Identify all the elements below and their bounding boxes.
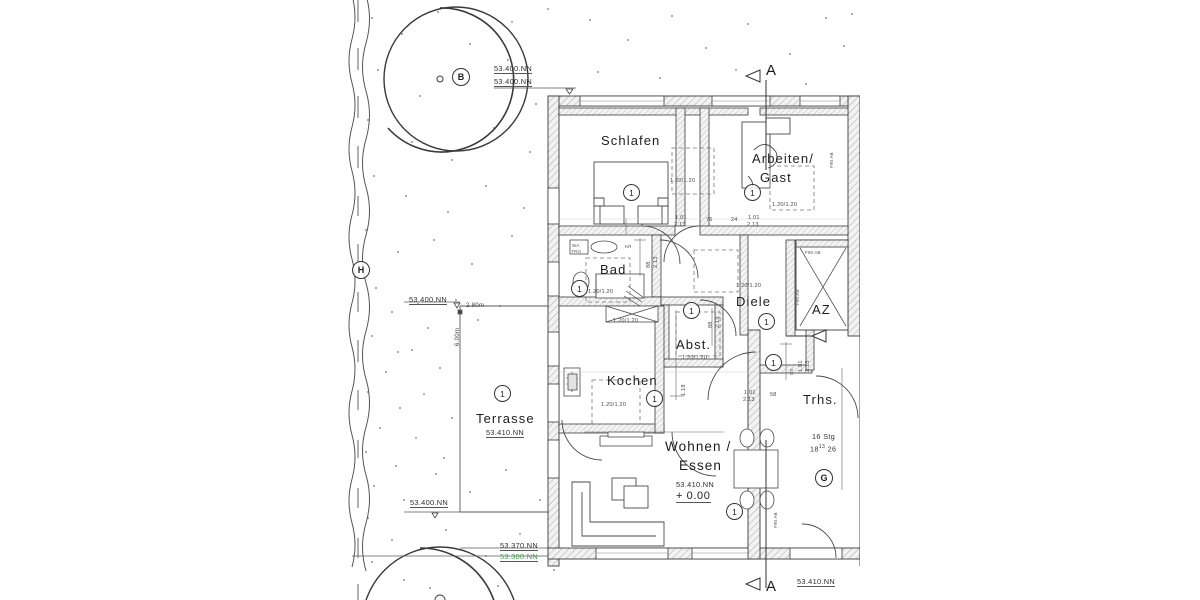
guide-lines (560, 218, 850, 373)
dim-wall-b: 24 (731, 217, 738, 223)
room-marker-terrasse: 1 (494, 385, 511, 402)
elevation-terrasse: 53.410.NN (486, 428, 525, 438)
dim-schlafen: 1.20/1.20 (670, 178, 696, 184)
top-elevation-leader (494, 87, 576, 95)
dim-door-gast-h: 2.13 (747, 222, 759, 228)
dim-door-wohnen-w: 1.01 (744, 390, 756, 396)
section-marker-a-bottom: A (766, 578, 778, 595)
stairs-riser-tread: 1813 26 (810, 444, 836, 453)
room-label-schlafen: Schlafen (601, 133, 661, 148)
elevation-wohnen-nn: 53.410.NN (676, 480, 715, 489)
dim-door-schlafen-h: 2.13 (674, 222, 686, 228)
dim-kochen: 1.20/1.20 (601, 402, 627, 408)
annotation-tro: TRO (571, 249, 581, 254)
room-label-arbeiten: Arbeiten/ (752, 151, 814, 166)
annotation-f90ab-az-side: F90 AB (795, 289, 800, 305)
tree-symbol-top (383, 6, 529, 153)
page-margin-left (0, 0, 340, 600)
dim-door-gast-w: 1.01 (748, 215, 760, 221)
marker-tree-top: B (452, 68, 470, 86)
furniture-gast (741, 117, 791, 191)
door-swings (561, 190, 859, 559)
furniture-tv (599, 431, 653, 447)
room-marker-wohnen: 1 (726, 503, 743, 520)
room-label-terrasse: Terrasse (476, 411, 535, 426)
room-marker-diele: 1 (758, 313, 775, 330)
elevation-b-top-2: 53.400.NN (494, 77, 533, 87)
dim-terrace-vertical: 6.00m (455, 327, 461, 346)
elevation-bottom-green: 53.300.NN (500, 552, 539, 562)
dashed-area-markers (585, 147, 815, 425)
annotation-wa: WA (572, 243, 580, 248)
dim-abst: 1.20/1.20 (682, 355, 708, 361)
elevation-wohnen-zero: + 0.00 (676, 490, 711, 503)
elevation-b-top-1: 53.400.NN (494, 64, 533, 74)
elevation-bottom-right: 53.410.NN (797, 577, 836, 587)
room-label-gast: Gast (760, 170, 792, 185)
stairs-riser-sup: 13 (818, 444, 826, 450)
dim-bad-2: 1.20/1.20 (613, 318, 639, 324)
dim-terrace-horizontal: 2.80m (466, 303, 485, 309)
room-label-kochen: Kochen (607, 373, 658, 388)
elevation-leaders (352, 301, 600, 557)
dim-diele: 1.20/1.20 (736, 283, 762, 289)
room-label-trhs: Trhs. (803, 392, 838, 407)
furniture-kitchen (563, 305, 659, 397)
site-boundary-wavy (348, 0, 370, 600)
annotation-ds: DS (789, 368, 794, 375)
room-label-bad: Bad (600, 262, 627, 277)
dim-ds-h: 2.13 (805, 360, 811, 372)
room-marker-ds: 1 (765, 354, 782, 371)
dim-kochen-vert: 1.18 (681, 384, 687, 396)
tree-symbol-bottom (365, 546, 515, 600)
room-marker-abst: 1 (683, 302, 700, 319)
room-marker-schlafen: 1 (623, 184, 640, 201)
windows (547, 95, 843, 560)
annotation-kr: KR (625, 244, 632, 249)
room-marker-gast: 1 (744, 184, 761, 201)
section-markers (744, 69, 827, 591)
stairs-riser: 18 (810, 444, 819, 454)
room-label-az: AZ (812, 302, 831, 317)
stairs-tread: 26 (827, 444, 837, 454)
garden-stipple (365, 8, 853, 589)
page-margin-right (860, 0, 1200, 600)
furniture-sofa (571, 477, 665, 547)
dim-abst-door-h: 2.13 (715, 316, 721, 328)
dim-wall-a: 76 (706, 217, 713, 223)
dim-door-wohnen-h: 2.13 (743, 397, 755, 403)
annotation-f90ab-az-top: F90 AB (805, 250, 821, 255)
elevation-bottom-left: 53.400.NN (410, 498, 449, 508)
dim-bad-1: 1.20/1.20 (588, 289, 614, 295)
room-label-wohnen: Wohnen / (665, 439, 732, 454)
dim-gast: 1.20/1.20 (772, 202, 798, 208)
marker-stair-ref-g: G (815, 469, 833, 487)
room-marker-bad: 1 (571, 280, 588, 297)
dim-wall-c: 58 (770, 392, 777, 398)
dim-door-schlafen-w: 1.01 (675, 215, 687, 221)
elevation-terrasse-left: 53.400.NN (409, 295, 448, 305)
marker-left-edge-h: H (352, 261, 370, 279)
furniture-dining (733, 428, 779, 510)
room-label-diele: Diele (736, 294, 772, 309)
room-label-essen: Essen (679, 458, 723, 473)
section-marker-a-top: A (766, 62, 778, 79)
stairs-count: 16 Stg (812, 432, 836, 441)
dim-abst-door-w: 88 (708, 321, 714, 328)
dim-bad-door-h: 2.13 (653, 256, 659, 268)
dim-ds-w: 1.01 (798, 360, 804, 372)
room-marker-kochen: 1 (646, 390, 663, 407)
room-label-abst: Abst. (676, 337, 712, 352)
annotation-f90ab-gast: F90 AB (829, 152, 834, 168)
elevation-bottom-black: 53.370.NN (500, 541, 539, 551)
annotation-f90ab-wohnen: F90 AB (773, 512, 778, 528)
dimension-ticks (578, 218, 843, 490)
dim-bad-door-w: 88 (646, 261, 652, 268)
interior-partitions (558, 107, 849, 434)
